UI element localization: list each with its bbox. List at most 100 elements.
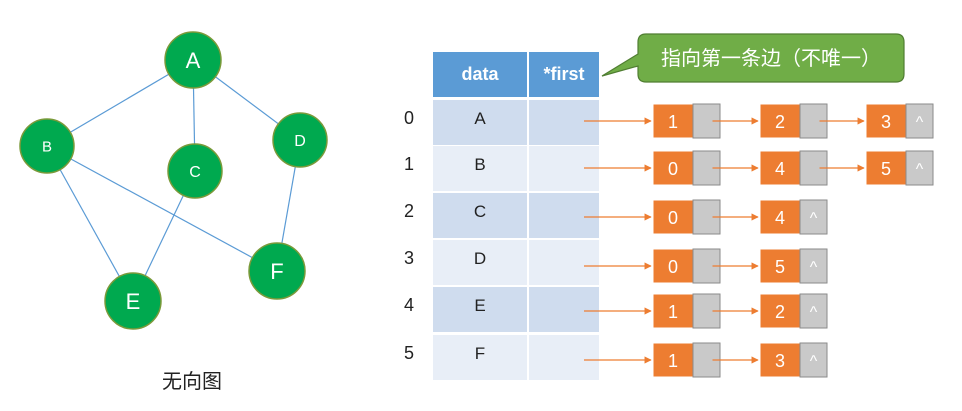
data-cell <box>433 100 527 145</box>
graph-nodes: A B C D E F <box>19 31 328 330</box>
edge-node-value-box <box>759 199 801 235</box>
edge-node-next-box <box>905 103 934 139</box>
table-header-label: data <box>461 64 499 84</box>
table-header: data *first <box>433 52 599 97</box>
graph-node-b: B <box>19 118 75 174</box>
graph-node-circle <box>104 272 162 330</box>
graph-node-label: F <box>270 259 283 284</box>
edge-node: 3^ <box>759 342 828 378</box>
null-pointer-marker: ^ <box>810 353 818 370</box>
edge-node-value-box <box>759 342 801 378</box>
edge-node: 1 <box>652 293 721 329</box>
edge-node-value: 0 <box>668 159 678 179</box>
edge-node-value-box <box>652 199 694 235</box>
edge-node: 1 <box>652 342 721 378</box>
data-cell <box>433 335 527 380</box>
edge-node: 2^ <box>759 293 828 329</box>
edge-node: 0 <box>652 199 721 235</box>
adjacency-list-1: 0 4 5 ^ <box>584 150 934 186</box>
graph-node-circle <box>164 31 222 89</box>
edge-node: 0 <box>652 248 721 284</box>
callout-text: 指向第一条边（不唯一） <box>661 46 881 70</box>
null-pointer-marker: ^ <box>810 304 818 321</box>
graph-node-circle <box>167 143 223 199</box>
graph-node-f: F <box>248 242 306 300</box>
edge-node-value-box <box>759 103 801 139</box>
data-cell-value: D <box>474 249 486 268</box>
edge-node-value: 4 <box>775 159 785 179</box>
data-cell-value: F <box>475 344 485 363</box>
edge-node-value: 0 <box>668 257 678 277</box>
graph-node-label: C <box>189 164 201 181</box>
first-pointer-cell <box>529 240 599 285</box>
edge-node: 3^ <box>865 103 934 139</box>
edge-node-next-box <box>799 342 828 378</box>
edge-node: 1 <box>652 103 721 139</box>
table-header-label: *first <box>543 64 584 84</box>
edge-node-value: 3 <box>775 351 785 371</box>
edge-node: 4^ <box>759 199 828 235</box>
edge-node-value: 5 <box>881 159 891 179</box>
row-index: 0 <box>404 108 414 128</box>
row-index: 1 <box>404 154 414 174</box>
row-index: 4 <box>404 295 414 315</box>
graph-edge-b-e <box>46 145 134 302</box>
callout-shape <box>601 33 905 83</box>
edge-node-value: 3 <box>881 112 891 132</box>
edge-node-value-box <box>652 248 694 284</box>
edge-node: 0 <box>652 150 721 186</box>
graph-node-c: C <box>167 143 223 199</box>
data-cell <box>433 240 527 285</box>
edge-node-value-box <box>652 342 694 378</box>
edge-node-value: 1 <box>668 112 678 132</box>
graph-node-label: D <box>294 133 306 150</box>
first-pointer-cell <box>529 100 599 145</box>
first-pointer-cell <box>529 287 599 332</box>
edge-node-next-box <box>799 199 828 235</box>
edge-node-value-box <box>759 293 801 329</box>
edge-node-value: 2 <box>775 302 785 322</box>
edge-node-value-box <box>652 103 694 139</box>
null-pointer-marker: ^ <box>916 114 924 131</box>
edge-node-value: 1 <box>668 351 678 371</box>
edge-node-next-box <box>799 293 828 329</box>
null-pointer-marker: ^ <box>810 210 818 227</box>
edge-node-value-box <box>652 150 694 186</box>
edge-node-value: 1 <box>668 302 678 322</box>
edge-node-next-box <box>799 248 828 284</box>
edge-node: 5^ <box>759 248 828 284</box>
table-header-cell <box>529 52 599 97</box>
null-pointer-marker: ^ <box>916 161 924 178</box>
graph-node-circle <box>272 112 328 168</box>
edge-node-value: 0 <box>668 208 678 228</box>
data-cell-value: B <box>474 155 485 174</box>
graph-node-label: E <box>126 289 141 314</box>
edge-node-value-box <box>759 150 801 186</box>
callout: 指向第一条边（不唯一） <box>601 33 905 83</box>
graph-node-a: A <box>164 31 222 89</box>
first-pointer-cell <box>529 335 599 380</box>
row-index: 5 <box>404 343 414 363</box>
edge-node: 2 <box>759 103 828 139</box>
edge-node-value: 2 <box>775 112 785 132</box>
edge-node-value: 5 <box>775 257 785 277</box>
edge-node-value: 4 <box>775 208 785 228</box>
data-cell-value: C <box>474 202 486 221</box>
graph-node-e: E <box>104 272 162 330</box>
graph-node-label: B <box>42 138 52 155</box>
graph-node-d: D <box>272 112 328 168</box>
edge-node: 4 <box>759 150 828 186</box>
